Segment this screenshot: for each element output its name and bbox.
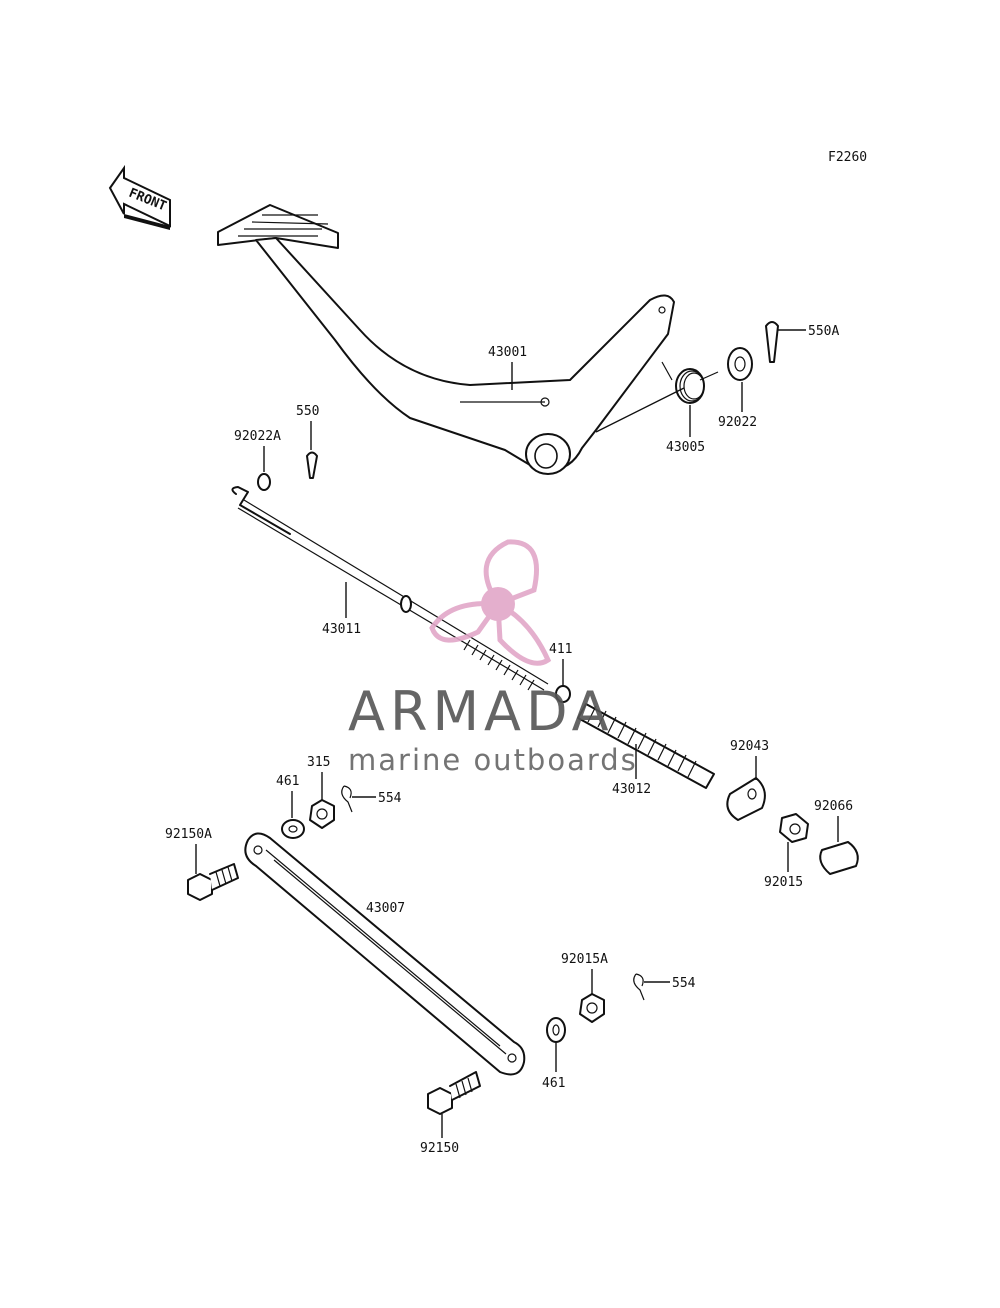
return-spring [595, 361, 719, 433]
label-92043: 92043 [730, 739, 769, 754]
label-550: 550 [296, 404, 319, 419]
label-411: 411 [549, 642, 572, 657]
label-43007: 43007 [366, 901, 405, 916]
cap-92066 [819, 841, 859, 875]
label-43001: 43001 [488, 345, 527, 360]
brake-link [244, 832, 526, 1076]
nut-92015A [579, 993, 605, 1023]
watermark-brand: ARMADA [348, 680, 614, 743]
cotter-pin-550A [765, 321, 779, 363]
nut-92015 [779, 813, 809, 843]
label-315: 315 [307, 755, 330, 770]
label-92066: 92066 [814, 799, 853, 814]
label-92150: 92150 [420, 1141, 459, 1156]
label-43005: 43005 [666, 440, 705, 455]
label-461-upper: 461 [276, 774, 299, 789]
washer-461-lower [546, 1017, 566, 1043]
label-92022: 92022 [718, 415, 757, 430]
propeller-logo-icon [429, 539, 552, 666]
label-92015A: 92015A [561, 952, 608, 967]
clip-554-upper [341, 785, 353, 813]
label-92022A: 92022A [234, 429, 281, 444]
washer-461-upper [281, 819, 305, 839]
label-550A: 550A [808, 324, 839, 339]
label-554-upper: 554 [378, 791, 402, 806]
cotter-pin-550 [306, 451, 318, 479]
joint-92043 [726, 777, 766, 821]
bolt-92150A [187, 863, 239, 901]
watermark: ARMADA marine outboards [348, 539, 638, 777]
brake-pedal [217, 204, 675, 475]
watermark-tagline: marine outboards [348, 743, 638, 777]
label-43011: 43011 [322, 622, 361, 637]
label-92150A: 92150A [165, 827, 212, 842]
nut-315 [309, 799, 335, 829]
label-461-lower: 461 [542, 1076, 565, 1091]
label-554-lower: 554 [672, 976, 696, 991]
rod-spring [577, 703, 715, 789]
front-arrow-icon: FRONT [108, 164, 171, 230]
washer-92022A [257, 473, 271, 491]
clip-554-lower [633, 973, 645, 1001]
brake-rod [231, 486, 549, 691]
washer-92022 [727, 347, 753, 381]
bolt-92150 [427, 1071, 481, 1115]
label-43012: 43012 [612, 782, 651, 797]
label-92015: 92015 [764, 875, 803, 890]
figure-code: F2260 [828, 150, 867, 165]
